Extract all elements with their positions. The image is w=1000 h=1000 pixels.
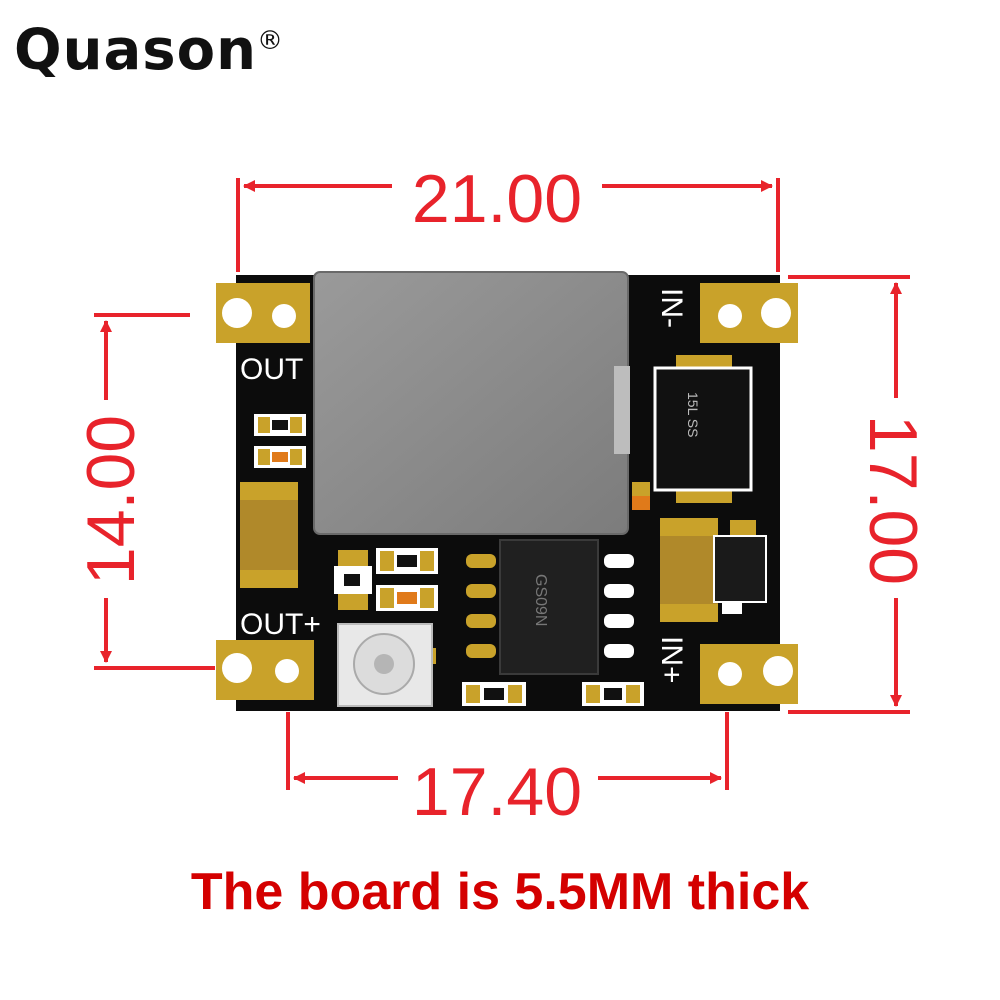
smd-part-5 xyxy=(462,682,526,706)
dimension-left-height-label: 14.00 xyxy=(73,415,149,585)
label-out-plus: OUT+ xyxy=(240,608,321,641)
pad-out-minus xyxy=(216,283,310,343)
dimension-bottom-width xyxy=(286,712,729,790)
ic-chip: GS09N xyxy=(466,539,634,675)
dimension-right-height-label: 17.00 xyxy=(855,415,931,585)
pad-in-minus xyxy=(700,283,798,343)
smd-part-4 xyxy=(376,585,438,611)
dimension-top-width-label: 21.00 xyxy=(412,161,582,237)
label-in-minus: IN- xyxy=(655,288,688,328)
ic-marking: GS09N xyxy=(532,574,549,626)
brand-logo: Quason® xyxy=(14,18,284,83)
smd-led-1 xyxy=(254,446,306,468)
smd-part-3 xyxy=(376,548,438,574)
diode-marking: 15L SS xyxy=(685,392,701,437)
smd-led-2 xyxy=(632,482,650,510)
dimension-top-width xyxy=(236,178,780,272)
thickness-caption: The board is 5.5MM thick xyxy=(190,863,810,921)
capacitor-left xyxy=(240,482,298,588)
label-out-minus: OUT xyxy=(240,353,303,386)
registered-mark: ® xyxy=(256,26,284,56)
smd-resistor-1 xyxy=(254,414,306,436)
dimension-left-height xyxy=(94,313,215,670)
capacitor-right xyxy=(660,518,718,622)
transistor xyxy=(713,520,767,614)
potentiometer xyxy=(337,623,436,707)
pad-in-plus xyxy=(700,644,798,704)
label-in-plus: IN+ xyxy=(655,636,688,684)
diode: 15L SS xyxy=(653,355,753,503)
brand-name: Quason xyxy=(14,18,257,83)
pad-out-plus xyxy=(216,640,314,700)
dimension-bottom-width-label: 17.40 xyxy=(412,754,582,830)
dimension-right-height xyxy=(788,275,910,714)
smd-part-2 xyxy=(334,550,372,610)
smd-part-6 xyxy=(582,682,644,706)
pcb-board: OUT OUT+ IN- IN+ 15L SS xyxy=(216,271,798,711)
inductor xyxy=(313,271,630,535)
